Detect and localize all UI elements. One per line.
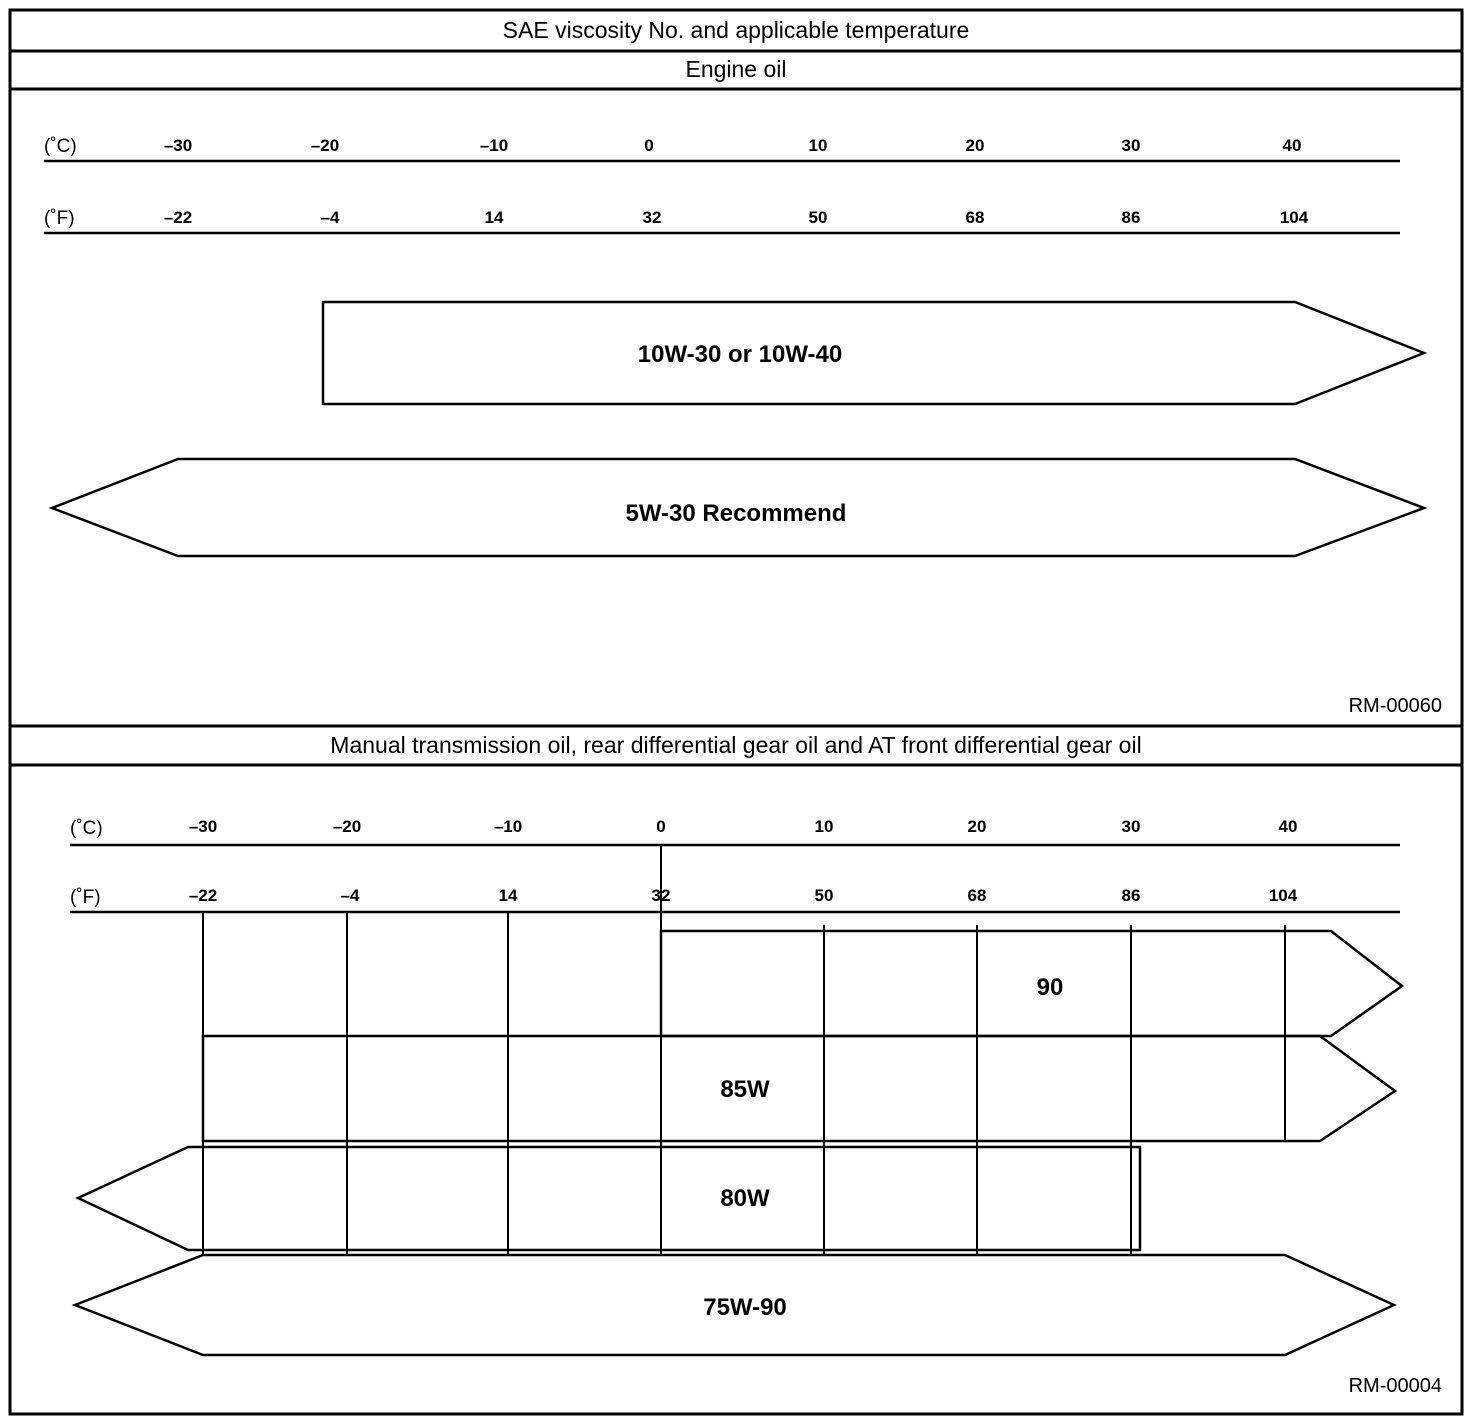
gear-band-75w90-shape [71,1253,1397,1357]
engine-celsius-tick-6: 30 [1122,136,1141,155]
engine-celsius-unit-label: (˚C) [44,136,77,157]
gear-fahrenheit-tick-7: 104 [1269,886,1298,905]
engine-fahrenheit-tick-2: 14 [485,208,504,227]
engine-fahrenheit-tick-4: 50 [809,208,828,227]
gear-celsius-tick-4: 10 [815,817,834,836]
engine-celsius-tick-1: –20 [311,136,339,155]
engine-celsius-tick-5: 20 [966,136,985,155]
engine-fahrenheit-tick-6: 86 [1122,208,1141,227]
engine-band-5w30-label: 5W-30 Recommend [626,500,847,527]
gear-celsius-tick-0: –30 [189,817,217,836]
engine-fahrenheit-unit-label: (˚F) [44,208,75,229]
gear-fahrenheit-tick-3: 32 [652,886,671,905]
gear-fahrenheit-tick-5: 68 [968,886,987,905]
engine-band-10w30-shape [321,300,1428,406]
gear-fahrenheit-tick-0: –22 [189,886,217,905]
engine-band-5w30-shape [48,457,1428,558]
engine-fahrenheit-tick-1: –4 [321,208,340,227]
engine-fahrenheit-tick-0: –22 [164,208,192,227]
gear-celsius-tick-7: 40 [1279,817,1298,836]
engine-celsius-tick-3: 0 [644,136,653,155]
engine-celsius-tick-4: 10 [809,136,828,155]
engine-oil-heading: Engine oil [685,56,786,82]
engine-fahrenheit-tick-3: 32 [643,208,662,227]
gear-band-75w90-label: 75W-90 [703,1294,787,1321]
gear-oil-heading: Manual transmission oil, rear differenti… [330,732,1141,758]
gear-celsius-tick-5: 20 [968,817,987,836]
gear-celsius-tick-1: –20 [333,817,361,836]
gear-fahrenheit-tick-6: 86 [1122,886,1141,905]
gear-band-80w-shape [75,1145,1142,1252]
outer-frame [8,8,1464,1416]
gear-band-80w-label: 80W [720,1185,770,1212]
gear-celsius-tick-2: –10 [494,817,522,836]
engine-band-10w30-label: 10W-30 or 10W-40 [638,341,842,368]
gear-fahrenheit-tick-4: 50 [815,886,834,905]
gear-band-90-shape [659,929,1405,1038]
gear-celsius-tick-6: 30 [1122,817,1141,836]
engine-celsius-tick-0: –30 [164,136,192,155]
gear-band-85w-label: 85W [720,1076,770,1103]
engine-fahrenheit-tick-7: 104 [1280,208,1309,227]
gear-fahrenheit-tick-1: –4 [341,886,360,905]
gear-fahrenheit-unit-label: (˚F) [70,887,101,908]
gear-band-85w-shape [201,1034,1398,1143]
gear-band-90-label: 90 [1037,974,1064,1001]
engine-fahrenheit-tick-5: 68 [966,208,985,227]
gear-celsius-tick-3: 0 [656,817,665,836]
page-title: SAE viscosity No. and applicable tempera… [503,17,970,43]
engine-celsius-tick-7: 40 [1283,136,1302,155]
engine-reference-code: RM-00060 [1349,695,1442,717]
gear-celsius-unit-label: (˚C) [70,818,103,839]
engine-celsius-tick-2: –10 [480,136,508,155]
gear-fahrenheit-tick-2: 14 [499,886,518,905]
gear-reference-code: RM-00004 [1349,1375,1442,1397]
